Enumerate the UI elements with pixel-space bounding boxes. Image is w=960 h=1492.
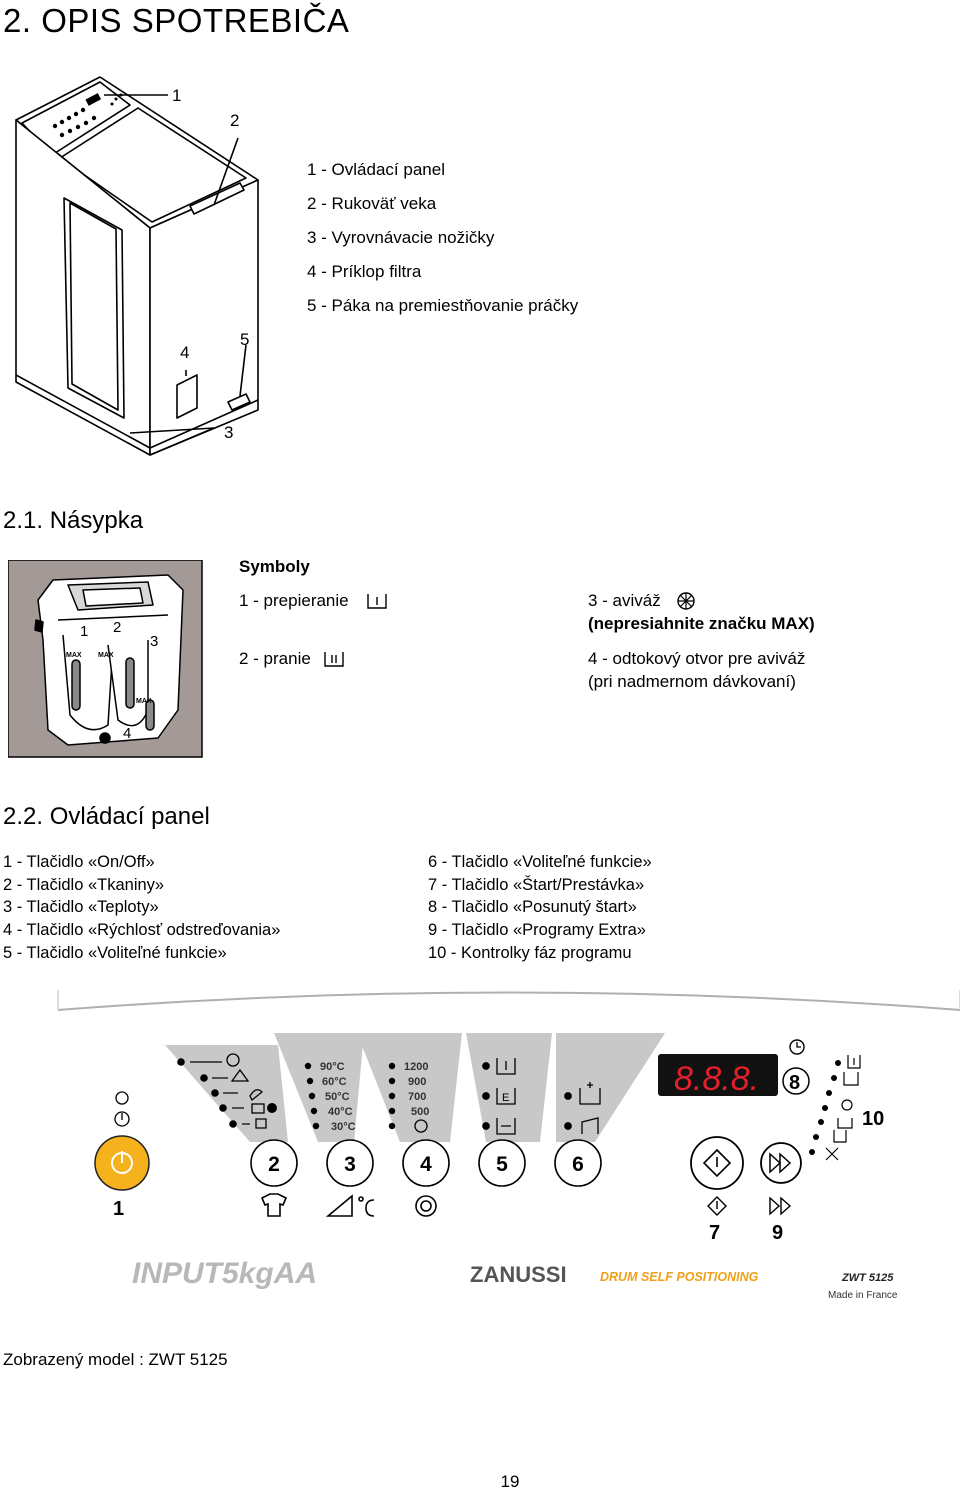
temp-40: 40°C [328,1106,353,1118]
model-label: ZWT 5125 [841,1272,894,1284]
disp-label-3: 3 [150,633,158,650]
symbol-overflow: 4 - odtokový otvor pre aviváž [588,649,806,668]
button-number-3: 3 [344,1153,356,1176]
legend-item: 2 - Rukoväť veka [307,194,437,213]
symbol-softener-note: (nepresiahnite značku MAX) [588,614,815,633]
svg-text:E: E [502,1092,509,1104]
wash-icon [324,652,344,667]
button-number-10: 10 [862,1108,884,1130]
disp-max-1: MAX [66,652,82,659]
temp-90: 90°C [320,1061,345,1073]
legend-item: 1 - Ovládací panel [307,160,445,179]
control-list-right: 6 - Tlačidlo «Voliteľné funkcie» 7 - Tla… [428,851,652,965]
callout-5: 5 [240,330,249,349]
callout-4: 4 [180,343,189,362]
callout-2: 2 [230,111,239,130]
callout-3: 3 [224,423,233,442]
page-number: 19 [500,1472,520,1491]
temp-30: 30°C [331,1121,356,1133]
appliance-legend: 1 - Ovládací panel 2 - Rukoväť veka 3 - … [307,153,578,323]
symbols-title: Symboly [239,557,310,576]
symbol-softener: 3 - aviváž [588,591,661,610]
button-number-8: 8 [789,1072,800,1094]
disp-max-3: MAX [136,698,152,705]
speed-700: 700 [408,1091,426,1103]
control-item: 5 - Tlačidlo «Voliteľné funkcie» [3,943,227,962]
brand-logo: INPUT5kgAA [132,1257,317,1290]
control-item: 6 - Tlačidlo «Voliteľné funkcie» [428,853,652,871]
dispenser-illustration: 1 2 3 4 MAX MAX MAX [8,560,203,758]
control-item: 10 - Kontrolky fáz programu [428,943,632,962]
speed-1200: 1200 [404,1061,428,1073]
button-number-9: 9 [772,1222,783,1244]
control-item: 4 - Tlačidlo «Rýchlosť odstreďovania» [3,921,281,940]
control-item: 3 - Tlačidlo «Teploty» [3,898,159,917]
page-title: 2. OPIS SPOTREBIČA [3,2,350,39]
speed-500: 500 [411,1106,429,1118]
button-number-6: 6 [572,1153,584,1176]
dispenser-heading: 2.1. Násypka [3,507,144,534]
control-item: 1 - Tlačidlo «On/Off» [3,853,155,871]
button-number-2: 2 [268,1153,280,1176]
temp-60: 60°C [322,1076,347,1088]
button-number-7: 7 [709,1222,720,1244]
maker-logo: ZANUSSI [470,1262,567,1287]
button-number-1: 1 [113,1198,124,1220]
button-number-5: 5 [496,1153,508,1176]
prewash-icon [367,594,387,609]
made-in-label: Made in France [828,1290,898,1301]
tagline: DRUM SELF POSITIONING [600,1270,759,1284]
callout-1: 1 [172,86,181,105]
legend-item: 3 - Vyrovnávacie nožičky [307,228,495,247]
control-panel-illustration: 90°C 60°C 50°C 40°C 30°C 1200 900 700 50… [57,990,960,1301]
symbol-overflow-note: (pri nadmernom dávkovaní) [588,672,796,691]
disp-max-2: MAX [98,652,114,659]
control-item: 8 - Tlačidlo «Posunutý štart» [428,898,637,917]
button-number-4: 4 [420,1153,432,1176]
legend-item: 4 - Príklop filtra [307,262,422,281]
symbol-wash: 2 - pranie [239,649,311,668]
disp-label-2: 2 [113,619,121,636]
seven-segment-display: 8.8.8. [674,1060,759,1098]
speed-900: 900 [408,1076,426,1088]
control-item: 2 - Tlačidlo «Tkaniny» [3,875,165,894]
control-list-left: 1 - Tlačidlo «On/Off» 2 - Tlačidlo «Tkan… [3,851,280,965]
model-note: Zobrazený model : ZWT 5125 [3,1350,228,1369]
control-item: 7 - Tlačidlo «Štart/Prestávka» [428,875,645,894]
temp-50: 50°C [325,1091,350,1103]
washer-illustration: 1 2 4 5 3 [15,76,259,456]
softener-flower-icon [677,592,695,610]
symbol-prewash: 1 - prepieranie [239,591,349,610]
control-item: 9 - Tlačidlo «Programy Extra» [428,921,646,940]
control-panel-heading: 2.2. Ovládací panel [3,803,210,830]
disp-label-4: 4 [123,725,131,742]
disp-label-1: 1 [80,623,88,640]
legend-item: 5 - Páka na premiestňovanie práčky [307,296,579,315]
